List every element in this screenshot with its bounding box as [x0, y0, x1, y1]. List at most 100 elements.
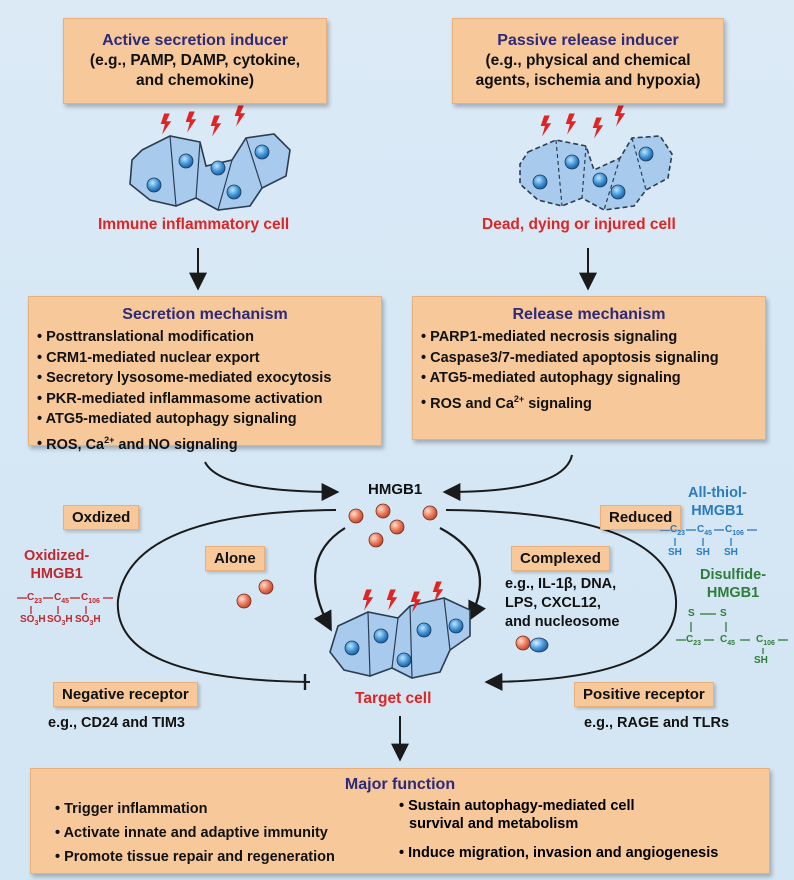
negative-receptor-tag: Negative receptor — [53, 682, 198, 707]
so-sub: 3 — [89, 620, 94, 627]
passive-box-line2: agents, ischemia and hypoxia) — [475, 72, 701, 89]
target-cell-cluster — [329, 581, 471, 679]
so-sub: 3 — [61, 620, 66, 627]
positive-receptor-examples: e.g., RAGE and TLRs — [584, 715, 730, 731]
so-text: SO — [20, 614, 35, 625]
oxidized-hmgb1-structure — [17, 597, 113, 614]
active-box-line2: and chemokine) — [136, 72, 254, 89]
secretion-ros-text-end: and NO signaling — [114, 436, 238, 453]
secretion-item: CRM1-mediated nuclear export — [37, 348, 381, 369]
alone-tag: Alone — [205, 546, 265, 571]
disulfide-sh: SH — [754, 655, 768, 666]
disulfide-s-1: S — [688, 608, 695, 619]
complexed-example-line: e.g., IL-1β, DNA, — [505, 576, 617, 592]
allthiol-hmgb1-structure — [660, 529, 757, 546]
oxidized-so3h-1: SO3H — [20, 614, 46, 627]
so-end: H — [93, 614, 101, 625]
immune-cell-label: Immune inflammatory cell — [98, 216, 290, 233]
arrow-secretion-to-hmgb1 — [204, 461, 340, 501]
hmgb1-label: HMGB1 — [368, 481, 423, 498]
allthiol-sh-2: SH — [696, 547, 710, 558]
secretion-item-ros: ROS, Ca2+ and NO signaling — [37, 430, 381, 455]
function-item-migration: • Induce migration, invasion and angioge… — [399, 845, 719, 861]
negative-receptor-examples: e.g., CD24 and TIM3 — [48, 715, 185, 731]
arrow-complexed — [439, 527, 487, 622]
complexed-example-line: and nucleosome — [505, 614, 620, 630]
secretion-item: Secretory lysosome-mediated exocytosis — [37, 368, 381, 389]
function-item: Trigger inflammation — [55, 797, 335, 821]
function-item: Activate innate and adaptive immunity — [55, 821, 335, 845]
active-secretion-inducer-box: Active secretion inducer (e.g., PAMP, DA… — [63, 18, 327, 104]
oxidized-name-line2: HMGB1 — [30, 566, 83, 582]
allthiol-name-line2: HMGB1 — [691, 503, 744, 519]
oxidized-hmgb1-name: Oxidized- HMGB1 — [24, 547, 89, 583]
immune-cell-cluster — [129, 105, 291, 211]
reduced-path-arrow — [445, 509, 678, 691]
dead-cell-label: Dead, dying or injured cell — [482, 216, 676, 233]
oxidized-c106: C106 — [81, 592, 100, 605]
c-symbol: C — [81, 592, 89, 603]
function-item: Promote tissue repair and regeneration — [55, 845, 335, 869]
allthiol-sh-3: SH — [724, 547, 738, 558]
major-function-box: Major function Trigger inflammation Acti… — [30, 768, 770, 874]
arrow-alone — [313, 527, 346, 632]
disulfide-s-2: S — [720, 608, 727, 619]
disulfide-c106: C106 — [756, 634, 775, 647]
complexed-example-line: LPS, CXCL12, — [505, 595, 601, 611]
oxidized-c45: C45 — [54, 592, 69, 605]
release-item: PARP1-mediated necrosis signaling — [421, 327, 765, 348]
oxidized-name-line1: Oxidized- — [24, 548, 90, 564]
c-index: 106 — [88, 598, 100, 605]
so-text: SO — [47, 614, 62, 625]
secretion-item: Posttranslational modification — [37, 327, 381, 348]
release-ros-text-end: signaling — [524, 395, 592, 412]
allthiol-c45: C45 — [697, 524, 713, 537]
dead-cell-cluster — [519, 105, 673, 211]
so-end: H — [38, 614, 46, 625]
oxidized-path-inhibition — [116, 509, 337, 683]
function-autophagy-line1: Sustain autophagy-mediated cell — [408, 798, 635, 814]
hmgb1-molecules — [348, 503, 438, 548]
disulfide-hmgb1-name: Disulfide- HMGB1 — [700, 566, 766, 602]
allthiol-c106: C106 — [725, 524, 744, 537]
release-list: PARP1-mediated necrosis signaling Caspas… — [421, 327, 765, 414]
reduced-tag: Reduced — [600, 505, 682, 530]
function-list-left: Trigger inflammation Activate innate and… — [55, 797, 335, 869]
passive-box-line1: (e.g., physical and chemical — [485, 52, 691, 69]
allthiol-name-line1: All-thiol- — [688, 485, 747, 501]
passive-release-inducer-box: Passive release inducer (e.g., physical … — [452, 18, 724, 104]
disulfide-hmgb1-structure — [676, 613, 788, 654]
oxidized-so3h-2: SO3H — [47, 614, 73, 627]
positive-receptor-tag: Positive receptor — [574, 682, 714, 707]
function-item-autophagy: • Sustain autophagy-mediated cell — [399, 798, 635, 814]
complexed-tag: Complexed — [511, 546, 610, 571]
release-mechanism-box: Release mechanism PARP1-mediated necrosi… — [412, 296, 766, 440]
secretion-list: Posttranslational modification CRM1-medi… — [37, 327, 381, 455]
complexed-examples: e.g., IL-1β, DNA, LPS, CXCL12, and nucle… — [505, 575, 619, 632]
release-item-ros: ROS and Ca2+ signaling — [421, 389, 765, 414]
c-index: 45 — [61, 598, 70, 605]
passive-box-title: Passive release inducer — [497, 32, 679, 49]
function-list-right: • Sustain autophagy-mediated cell surviv… — [399, 797, 718, 865]
function-migration-text: Induce migration, invasion and angiogene… — [408, 845, 719, 861]
disulfide-name-line2: HMGB1 — [706, 585, 760, 601]
secretion-item: ATG5-mediated autophagy signaling — [37, 409, 381, 430]
c-symbol: C — [54, 592, 62, 603]
arrow-release-to-hmgb1 — [442, 454, 573, 501]
release-box-title: Release mechanism — [512, 306, 666, 323]
target-cell-label: Target cell — [355, 690, 432, 707]
release-item: ATG5-mediated autophagy signaling — [421, 368, 765, 389]
secretion-ca-charge: 2+ — [104, 434, 115, 445]
so-text: SO — [75, 614, 90, 625]
function-autophagy-line2: survival and metabolism — [409, 816, 579, 832]
active-box-line1: (e.g., PAMP, DAMP, cytokine, — [89, 52, 301, 69]
function-box-title: Major function — [344, 776, 456, 793]
oxdized-tag: Oxdized — [63, 505, 140, 530]
secretion-ros-text: ROS, Ca — [46, 436, 105, 453]
c-index: 23 — [34, 598, 43, 605]
secretion-item: PKR-mediated inflammasome activation — [37, 389, 381, 410]
allthiol-hmgb1-name: All-thiol- HMGB1 — [688, 484, 747, 520]
oxidized-so3h-3: SO3H — [75, 614, 101, 627]
so-end: H — [65, 614, 73, 625]
